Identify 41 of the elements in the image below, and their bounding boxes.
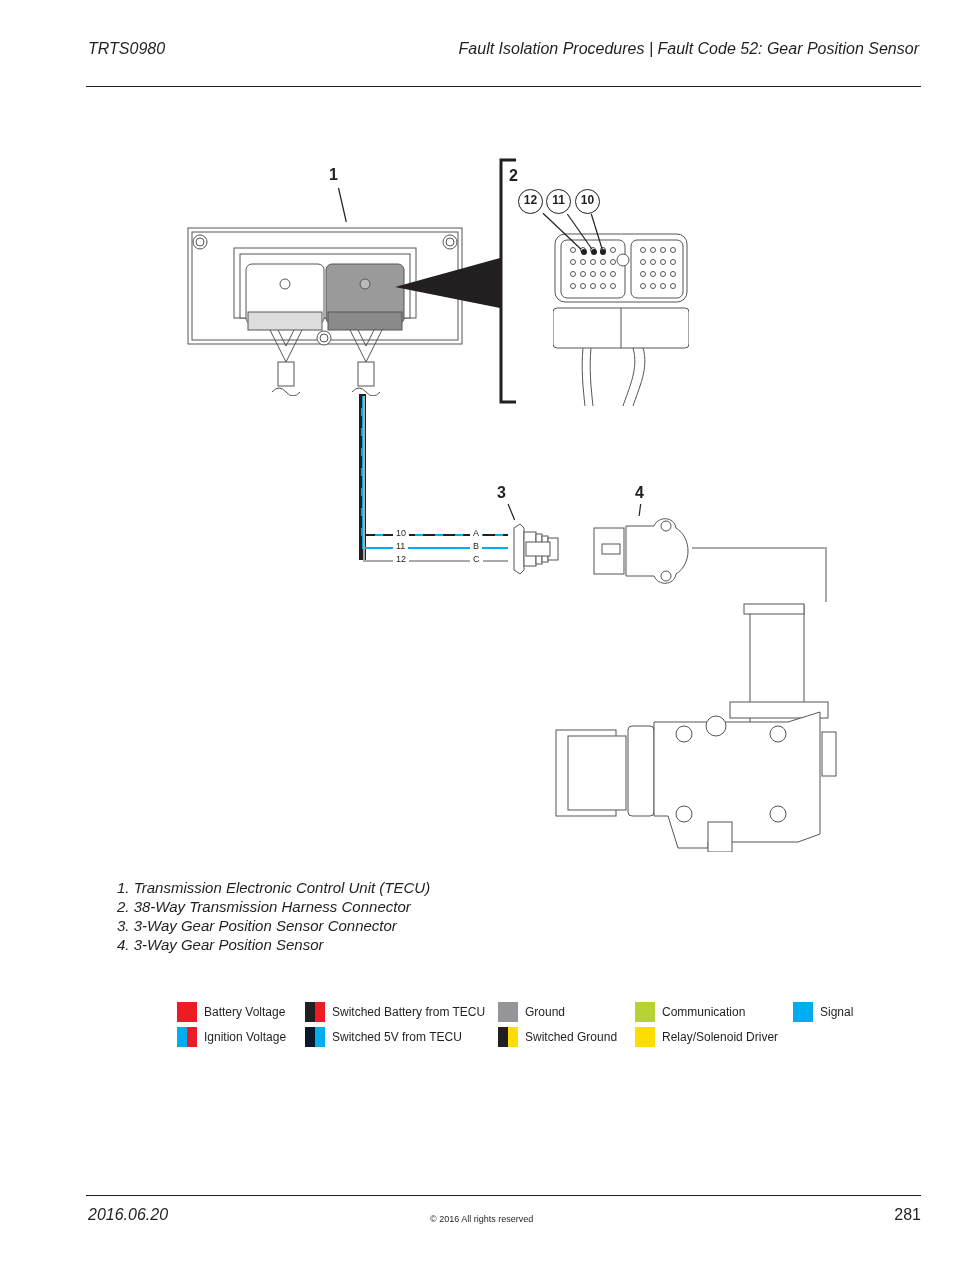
callout-number: 1 <box>329 166 343 188</box>
wire-label: B <box>470 541 482 551</box>
leader-line <box>566 213 593 250</box>
leader-line <box>507 503 516 521</box>
leader-line <box>542 212 582 250</box>
wire <box>691 547 827 603</box>
callout-number: 4 <box>635 484 649 504</box>
part-list-item: 1. Transmission Electronic Control Unit (TECU) <box>117 879 431 896</box>
page-number: 281 <box>894 1206 921 1224</box>
page-header: Fault Isolation Procedures | Fault Code 52: Gear Position Sensor <box>458 40 919 58</box>
connector-pin <box>600 249 606 255</box>
part-list-item: 4. 3-Way Gear Position Sensor <box>117 936 324 953</box>
connector-pin <box>581 249 587 255</box>
date: 2016.06.20 <box>88 1206 169 1224</box>
wire-label: A <box>470 528 482 538</box>
wire-label: 10 <box>393 528 409 538</box>
leader-line <box>638 503 642 517</box>
legend-label: Signal <box>820 1005 854 1019</box>
callout-number: 2 <box>509 167 518 185</box>
callout-number: 10 <box>575 189 600 214</box>
legend-label: Communication <box>662 1005 746 1019</box>
legend-label: Ignition Voltage <box>204 1030 287 1044</box>
document-code: TRTS0980 <box>88 40 166 58</box>
leader-line <box>337 187 347 223</box>
callout-number: 12 <box>518 189 543 214</box>
leader-line <box>590 213 603 250</box>
connector-pin <box>591 249 597 255</box>
legend-label: Switched 5V from TECU <box>332 1030 462 1044</box>
copyright-notice: © 2016 All rights reserved <box>430 1214 534 1224</box>
legend-label: Switched Battery from TECU <box>332 1005 486 1019</box>
wire-label: 11 <box>393 541 409 551</box>
wire-label: 12 <box>393 554 409 564</box>
part-list-item: 2. 38-Way Transmission Harness Connector <box>117 898 411 915</box>
legend-label: Switched Ground <box>525 1030 618 1044</box>
wire-label: C <box>470 554 483 564</box>
legend-label: Relay/Solenoid Driver <box>662 1030 779 1044</box>
legend-label: Ground <box>525 1005 566 1019</box>
legend-label: Battery Voltage <box>204 1005 286 1019</box>
part-list-item: 3. 3-Way Gear Position Sensor Connector <box>117 917 397 934</box>
callout-number: 3 <box>497 484 511 504</box>
callout-number: 11 <box>546 189 571 214</box>
